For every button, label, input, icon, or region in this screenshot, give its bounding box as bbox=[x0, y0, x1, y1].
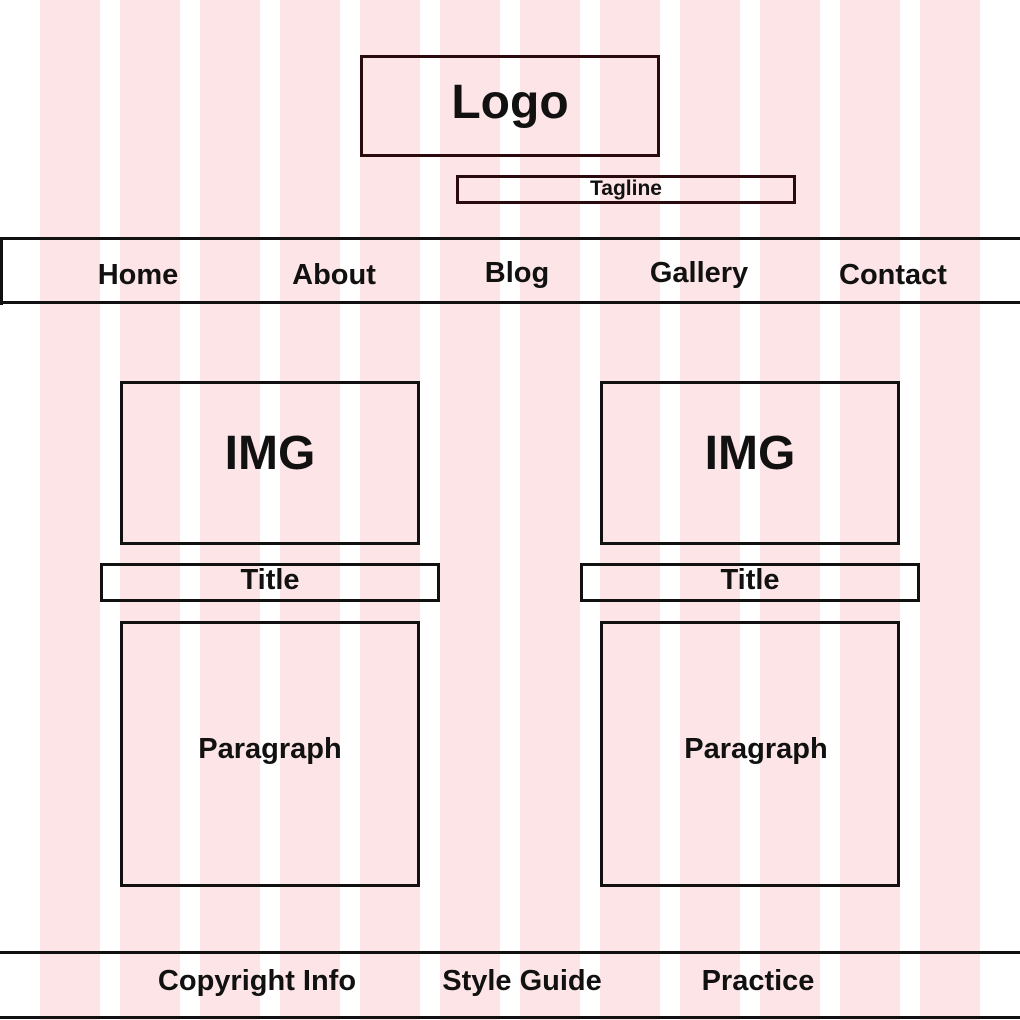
image-label: IMG bbox=[704, 426, 796, 480]
footer-item-copyright[interactable]: Copyright Info bbox=[157, 965, 357, 997]
grid-column-4 bbox=[280, 0, 340, 1020]
grid-column-1 bbox=[40, 0, 100, 1020]
title-placeholder: Title bbox=[100, 563, 440, 602]
grid-column-3 bbox=[200, 0, 260, 1020]
grid-column-2 bbox=[120, 0, 180, 1020]
grid-column-8 bbox=[600, 0, 660, 1020]
title-label: Title bbox=[240, 564, 300, 596]
footer-item-style-guide[interactable]: Style Guide bbox=[442, 965, 602, 997]
footer-bottom-border bbox=[0, 1016, 1020, 1019]
grid-column-9 bbox=[680, 0, 740, 1020]
image-placeholder: IMG bbox=[600, 381, 900, 545]
grid-column-12 bbox=[920, 0, 980, 1020]
paragraph-placeholder: Paragraph bbox=[600, 621, 900, 887]
paragraph-label: Paragraph bbox=[198, 732, 342, 765]
grid-column-6 bbox=[440, 0, 500, 1020]
nav-bottom-border bbox=[0, 301, 1020, 304]
logo-label: Logo bbox=[451, 75, 569, 129]
paragraph-label: Paragraph bbox=[684, 732, 828, 765]
grid-column-11 bbox=[840, 0, 900, 1020]
paragraph-placeholder: Paragraph bbox=[120, 621, 420, 887]
nav-item-about[interactable]: About bbox=[292, 259, 376, 291]
tagline-label: Tagline bbox=[590, 176, 662, 200]
nav-item-home[interactable]: Home bbox=[97, 259, 179, 291]
title-placeholder: Title bbox=[580, 563, 920, 602]
title-label: Title bbox=[720, 564, 780, 596]
grid-column-5 bbox=[360, 0, 420, 1020]
footer-item-practice[interactable]: Practice bbox=[701, 965, 815, 997]
nav-item-contact[interactable]: Contact bbox=[839, 259, 947, 291]
nav-top-border bbox=[0, 237, 1020, 240]
nav-left-border bbox=[0, 238, 3, 305]
image-placeholder: IMG bbox=[120, 381, 420, 545]
nav-item-gallery[interactable]: Gallery bbox=[649, 257, 749, 289]
nav-item-blog[interactable]: Blog bbox=[484, 257, 550, 289]
grid-column-7 bbox=[520, 0, 580, 1020]
tagline-placeholder: Tagline bbox=[456, 175, 796, 204]
logo-placeholder[interactable]: Logo bbox=[360, 55, 660, 157]
grid-column-10 bbox=[760, 0, 820, 1020]
image-label: IMG bbox=[224, 426, 316, 480]
footer-top-border bbox=[0, 951, 1020, 954]
